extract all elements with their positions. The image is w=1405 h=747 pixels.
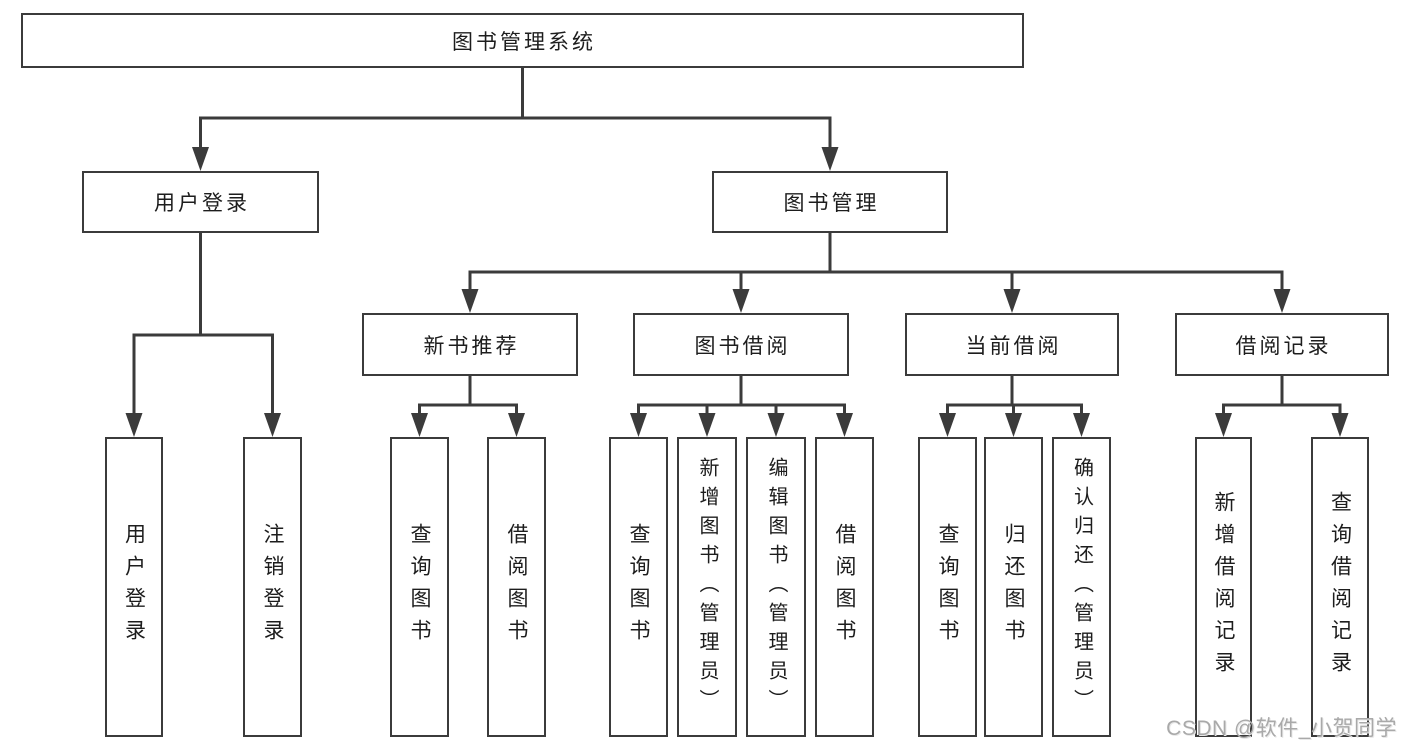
arrowhead <box>1003 289 1021 313</box>
node-bb-borrow: 借阅图书 <box>815 437 874 737</box>
node-label-bb-add: 新增图书（管理员） <box>696 456 718 718</box>
connector-newbook <box>411 376 525 437</box>
node-logout: 注销登录 <box>243 437 302 737</box>
node-cb-query: 查询图书 <box>918 437 977 737</box>
node-records: 借阅记录 <box>1175 313 1389 376</box>
node-label-nb-borrow: 借阅图书 <box>505 523 528 651</box>
node-label-bb-query: 查询图书 <box>627 523 650 651</box>
arrowhead <box>508 413 525 437</box>
node-label-cb-query: 查询图书 <box>936 523 959 651</box>
watermark: CSDN @软件_小贺同学 <box>1166 717 1397 740</box>
arrowhead <box>1005 413 1022 437</box>
node-label-bb-borrow: 借阅图书 <box>833 523 856 651</box>
node-label-cb-confirm: 确认归还（管理员） <box>1070 456 1093 718</box>
node-label-logout: 注销登录 <box>261 523 284 651</box>
node-rec-add: 新增借阅记录 <box>1195 437 1252 737</box>
node-label-borrow: 图书借阅 <box>694 334 791 358</box>
node-label-bb-edit: 编辑图书（管理员） <box>765 456 787 718</box>
node-label-cb-return: 归还图书 <box>1002 523 1025 651</box>
node-bookmgmt: 图书管理 <box>712 171 948 233</box>
node-label-rec-query: 查询借阅记录 <box>1328 491 1352 683</box>
node-bb-query: 查询图书 <box>609 437 668 737</box>
arrowhead <box>698 413 716 437</box>
node-current: 当前借阅 <box>905 313 1119 376</box>
node-label-bookmgmt: 图书管理 <box>783 192 880 215</box>
arrowhead <box>821 147 839 171</box>
connector-records <box>1215 376 1349 437</box>
connector-borrow <box>630 376 853 437</box>
node-bb-add: 新增图书（管理员） <box>677 437 737 737</box>
node-nb-query: 查询图书 <box>390 437 449 737</box>
arrowhead <box>732 289 750 313</box>
node-label-records: 借阅记录 <box>1235 334 1332 358</box>
arrowhead <box>411 413 428 437</box>
node-cb-return: 归还图书 <box>984 437 1043 737</box>
connector-current <box>939 376 1090 437</box>
arrowhead <box>1073 413 1090 437</box>
arrowhead <box>1331 413 1349 437</box>
node-rec-query: 查询借阅记录 <box>1311 437 1369 737</box>
node-label-user-login: 用户登录 <box>122 523 146 651</box>
arrowhead <box>192 147 209 171</box>
arrowhead <box>264 413 281 437</box>
arrowhead <box>1273 289 1291 313</box>
node-root: 图书管理系统 <box>21 13 1024 68</box>
node-bb-edit: 编辑图书（管理员） <box>746 437 806 737</box>
connector-root <box>192 68 839 171</box>
node-label-newbook: 新书推荐 <box>423 334 520 358</box>
node-user-login: 用户登录 <box>105 437 163 737</box>
arrowhead <box>767 413 785 437</box>
arrowhead <box>630 413 647 437</box>
node-label-nb-query: 查询图书 <box>408 523 431 651</box>
connector-login <box>125 233 281 437</box>
connector-bookmgmt <box>461 233 1291 313</box>
node-login: 用户登录 <box>82 171 319 233</box>
arrowhead <box>125 413 143 437</box>
node-label-login: 用户登录 <box>154 192 250 215</box>
node-cb-confirm: 确认归还（管理员） <box>1052 437 1111 737</box>
arrowhead <box>836 413 853 437</box>
arrowhead <box>939 413 956 437</box>
arrowhead <box>461 289 479 313</box>
node-borrow: 图书借阅 <box>633 313 849 376</box>
node-label-root: 图书管理系统 <box>452 30 596 54</box>
node-nb-borrow: 借阅图书 <box>487 437 546 737</box>
node-label-rec-add: 新增借阅记录 <box>1212 491 1235 683</box>
arrowhead <box>1215 413 1232 437</box>
node-label-current: 当前借阅 <box>965 334 1062 358</box>
node-newbook: 新书推荐 <box>362 313 578 376</box>
